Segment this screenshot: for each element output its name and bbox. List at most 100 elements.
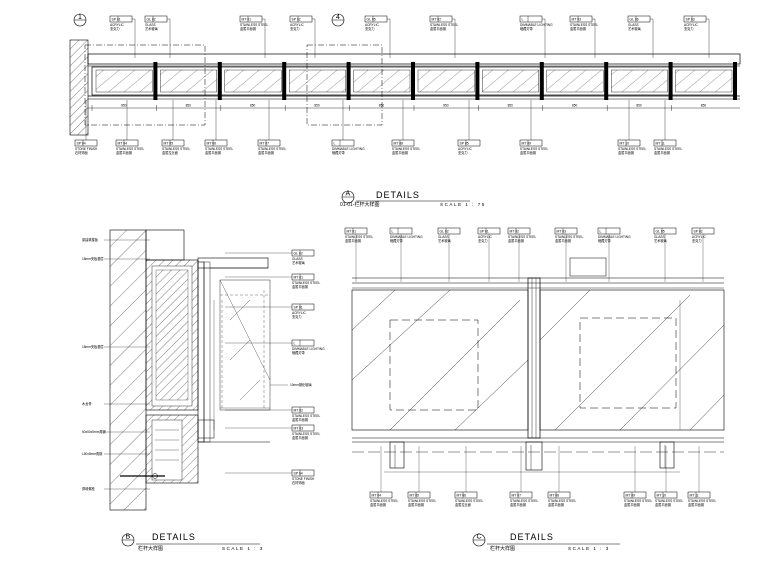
tag-code: SP 03 xyxy=(686,18,695,22)
title-scale: SCALE 1 : 3 xyxy=(222,546,264,551)
title-symbol: A xyxy=(346,191,351,198)
tag-text: 金属平面钢 xyxy=(430,26,446,31)
left-note: 原建筑楼板 xyxy=(82,237,99,242)
railing-panel xyxy=(671,62,737,100)
tag-text: ACRYLIC xyxy=(110,23,124,27)
tag-code: SP 05 xyxy=(460,142,469,146)
tag-text: 金属平面钢 xyxy=(205,150,221,155)
tag-text: STAINLESS STEEL xyxy=(624,499,653,503)
tag-text: 艺术玻璃 xyxy=(438,238,452,243)
tag-text: 暗藏灯带 xyxy=(390,238,404,243)
tag-code: MT 06 xyxy=(207,142,217,146)
tag-code: MT 05 xyxy=(164,142,174,146)
tag-text: 金属平面钢 xyxy=(292,417,308,422)
tag-text: 金属平面钢 xyxy=(408,502,424,507)
tag-code: MT 09 xyxy=(626,494,636,498)
tag-code: MT 02 xyxy=(510,230,520,234)
tag-text: STAINLESS STEEL xyxy=(455,499,484,503)
tag-text: STAINLESS STEEL xyxy=(688,499,717,503)
tag-text: ACRYLIC xyxy=(292,311,306,315)
railing-panel xyxy=(156,62,222,100)
tag-text: 暗藏灯带 xyxy=(520,26,534,31)
tag-code: GL 05 xyxy=(656,230,665,234)
tag-text: DIMMABLE LIGHTING xyxy=(292,347,325,351)
tag-code: MT 02 xyxy=(294,409,304,413)
tag-code: MT 03 xyxy=(294,427,304,431)
drawing-b-section: 原建筑楼板18mm夹板基层18mm夹板基层木龙骨50x50x5mm角钢L50x5… xyxy=(82,229,325,552)
tag-text: STAINLESS STEEL xyxy=(205,147,234,151)
tag-text: 金属平面钢 xyxy=(654,150,670,155)
tag-code: GL 05 xyxy=(367,18,376,22)
tag-text: 金属平面钢 xyxy=(370,502,386,507)
railing-panel xyxy=(478,62,544,100)
dimension-label: 850 xyxy=(121,104,127,108)
tag-code: SP 01 xyxy=(480,230,489,234)
tag-text: 亚克力 xyxy=(292,314,302,319)
tag-text: ACRYLIC xyxy=(478,235,492,239)
tag-text: 亚克力 xyxy=(458,150,468,155)
tag-text: STAINLESS STEEL xyxy=(520,147,549,151)
dimension-label: 850 xyxy=(443,104,449,108)
tag-code: SP 04 xyxy=(77,142,86,146)
tag-text: STAINLESS STEEL xyxy=(116,147,145,151)
tag-text: 金属平面钢 xyxy=(688,502,704,507)
tag-text: STAINLESS STEEL xyxy=(510,499,539,503)
tag-text: ACRYLIC xyxy=(458,147,472,151)
note-tempered-glass: 10mm钢化玻璃 xyxy=(290,382,312,387)
dimension-label: 850 xyxy=(572,104,578,108)
left-note: 50x50x5mm角钢 xyxy=(82,429,106,434)
tag-text: 亚克力 xyxy=(692,238,702,243)
title-text: DETAILS xyxy=(152,532,196,542)
tag-text: 石材饰面 xyxy=(75,150,88,155)
tag-text: 亚克力 xyxy=(365,26,375,31)
railing-panel xyxy=(606,62,673,100)
tag-text: STAINLESS STEEL xyxy=(548,499,577,503)
tag-code: SP 01 xyxy=(112,18,121,22)
tag-text: GLASS xyxy=(438,235,449,239)
railing-panels xyxy=(91,62,737,100)
railing-panel xyxy=(542,62,609,100)
tag-text: 金属平面钢 xyxy=(116,150,132,155)
tag-code: L xyxy=(294,342,296,346)
tag-code: L xyxy=(600,230,602,234)
tag-code: MT 03 xyxy=(557,230,567,234)
tag-text: 艺术玻璃 xyxy=(654,238,668,243)
tag-text: DIMMABLE LIGHTING xyxy=(390,235,423,239)
tag-text: STAINLESS STEEL xyxy=(508,235,537,239)
tag-text: 亚克力 xyxy=(478,238,488,243)
tag-code: SP 02 xyxy=(694,230,703,234)
dimension-label: 850 xyxy=(636,104,642,108)
tag-text: STAINLESS STEEL xyxy=(392,147,421,151)
tag-text: 石材饰面 xyxy=(292,480,305,485)
tag-text: 艺术玻璃 xyxy=(292,260,306,265)
tag-text: 金属平面钢 xyxy=(392,150,408,155)
dimension-label: 850 xyxy=(250,104,256,108)
left-note: 18mm夹板基层 xyxy=(82,256,104,261)
tag-text: STONE FINISH xyxy=(75,147,98,151)
callout-box-1 xyxy=(84,44,206,126)
railing-panel xyxy=(349,62,415,100)
title-subtitle: 01-01-栏杆大样图 xyxy=(340,201,379,208)
dimension-label: 850 xyxy=(186,104,192,108)
tag-text: 艺术玻璃 xyxy=(628,26,642,31)
tag-text: GLASS xyxy=(292,257,303,261)
